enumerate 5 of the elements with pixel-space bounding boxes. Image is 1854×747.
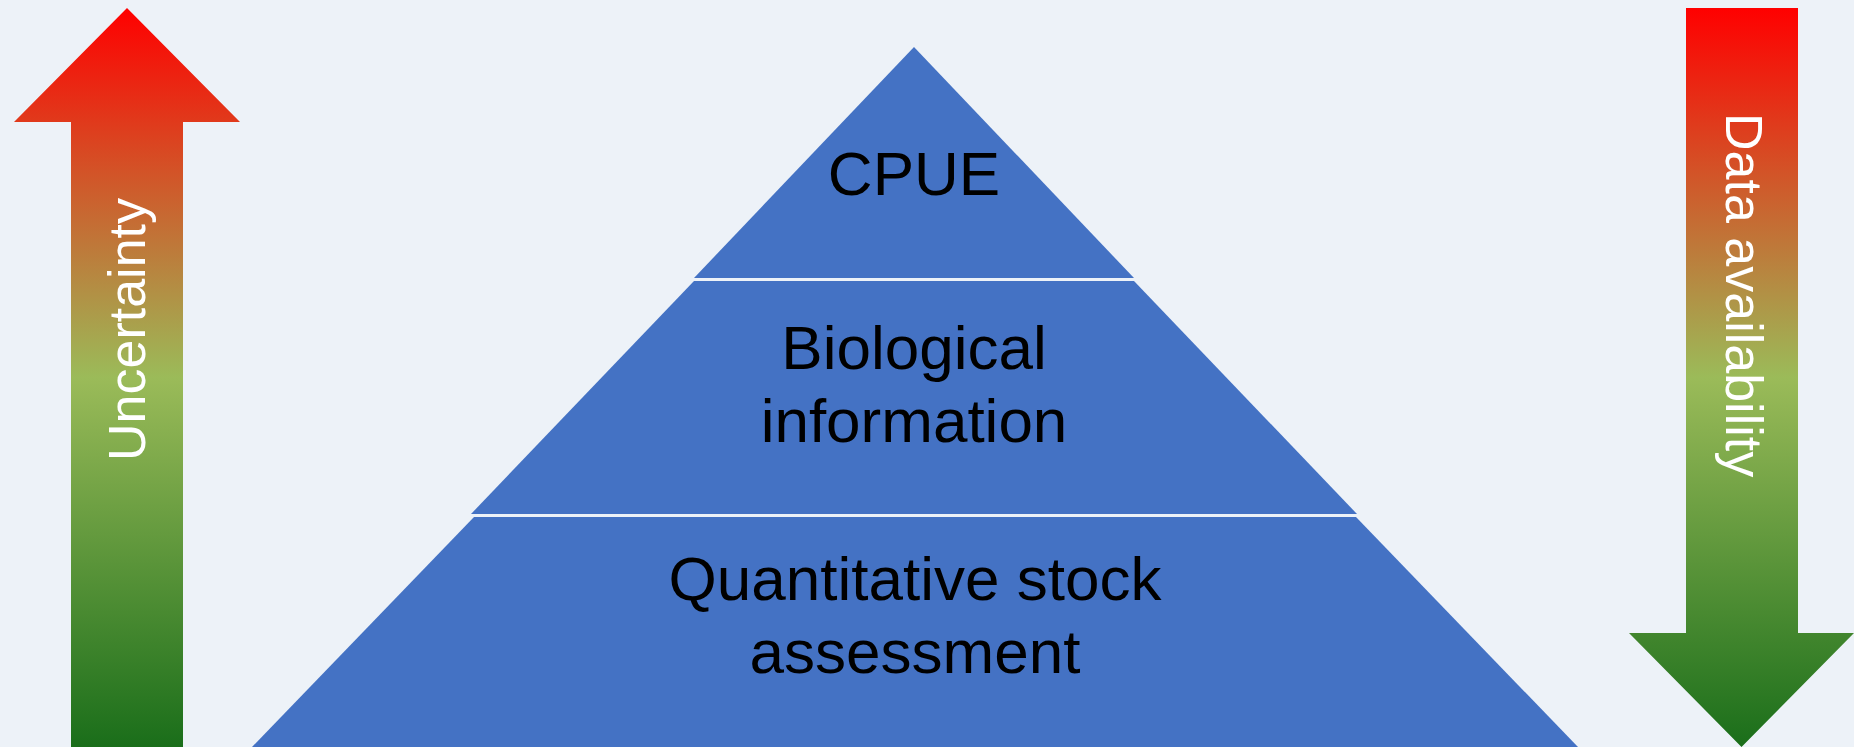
- arrow-label: Uncertainty: [97, 198, 157, 461]
- tier-label: CPUE: [826, 138, 1002, 210]
- tier-label: Quantitative stock assessment: [667, 543, 1163, 689]
- tier-label: Biological information: [759, 312, 1069, 458]
- arrow-label: Data availability: [1714, 113, 1774, 478]
